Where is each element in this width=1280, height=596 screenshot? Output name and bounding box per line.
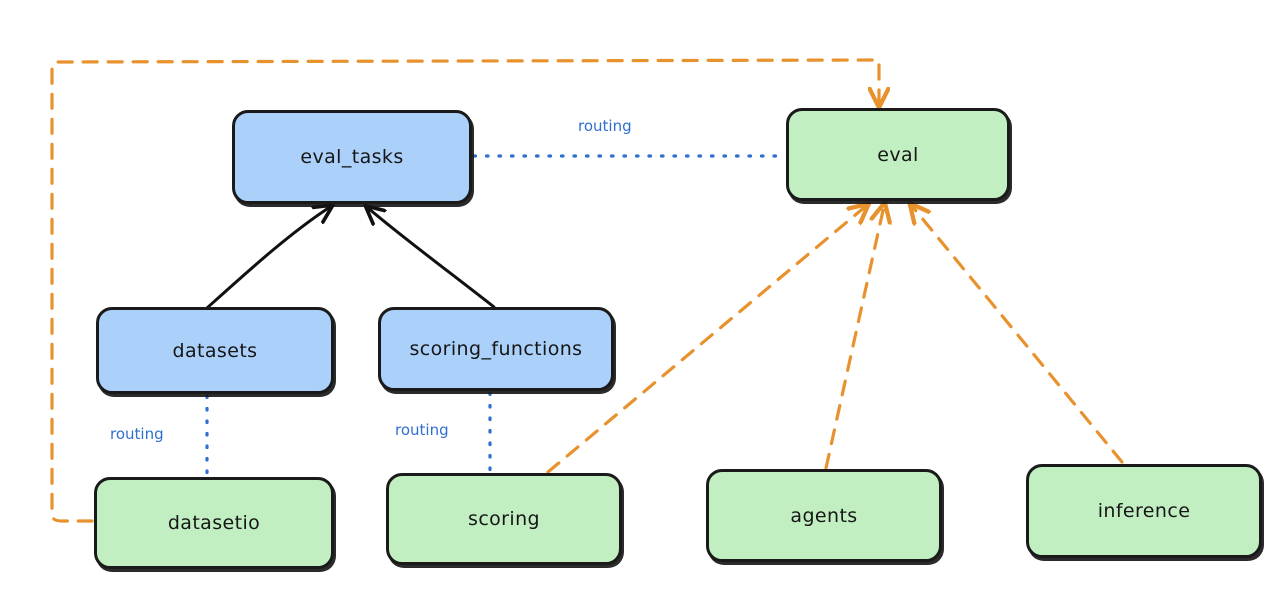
edge-scoring-functions-eval_tasks [368,208,496,309]
node-eval[interactable]: eval [786,108,1010,201]
node-eval-tasks[interactable]: eval_tasks [232,110,472,204]
node-label-datasetio: datasetio [167,512,261,534]
edge-label-routing-datasets-datasetio: routing [110,425,164,443]
node-label-inference: inference [1097,500,1191,522]
node-datasetio[interactable]: datasetio [94,477,334,569]
node-datasets[interactable]: datasets [96,307,334,394]
edge-label-routing-scoring-functions-scoring: routing [395,421,449,439]
node-label-agents: agents [790,504,858,527]
node-label-scoring: scoring [468,508,540,530]
edge-datasets-eval_tasks [205,207,330,310]
node-inference[interactable]: inference [1026,464,1262,558]
node-label-datasets: datasets [172,339,258,362]
node-label-eval-tasks: eval_tasks [300,146,404,168]
node-agents[interactable]: agents [706,469,942,562]
node-scoring-functions[interactable]: scoring_functions [378,307,614,391]
edge-inference-eval [912,206,1124,464]
node-scoring[interactable]: scoring [386,473,622,565]
edge-label-routing-eval-tasks-eval: routing [578,117,632,135]
node-label-eval: eval [877,143,919,166]
node-label-scoring-functions: scoring_functions [409,338,583,360]
edge-agents-eval [824,206,884,470]
